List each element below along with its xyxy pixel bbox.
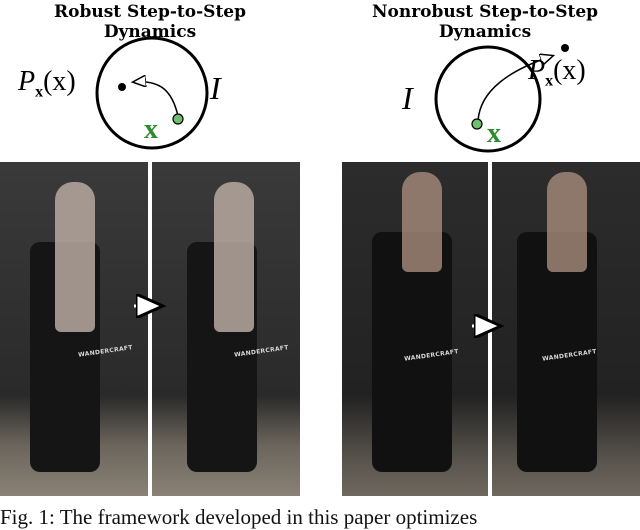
title-line: Robust Step-to-Step (53, 2, 247, 22)
person-silhouette (402, 172, 442, 272)
state-label: x (487, 118, 501, 149)
title-line: Nonrobust Step-to-Step (371, 2, 599, 22)
photo-nonrobust-after: WANDERCRAFT (492, 162, 640, 496)
state-point (471, 118, 483, 130)
invariant-set-circle (434, 45, 542, 153)
step-map-arrow (477, 56, 552, 122)
fixed-point-dot (118, 83, 126, 91)
right-panel-title: Nonrobust Step-to-Step Dynamics (350, 2, 620, 42)
map-symbol: P (528, 55, 546, 86)
invariant-set-circle (95, 36, 209, 150)
title-line: Dynamics (438, 22, 532, 42)
step-map-label: Px(x) (18, 66, 76, 102)
title-line: Dynamics (103, 22, 197, 42)
person-silhouette (55, 182, 95, 332)
exoskeleton-silhouette (372, 232, 452, 472)
photo-robust-after: WANDERCRAFT (152, 162, 300, 496)
figure-caption: Fig. 1: The framework developed in this … (0, 505, 478, 529)
set-label: I (210, 70, 221, 106)
step-map-arrow (134, 82, 179, 117)
state-label: x (144, 114, 158, 145)
person-silhouette (547, 172, 587, 272)
photo-robust-before: WANDERCRAFT (0, 162, 148, 496)
map-subscript: x (35, 83, 44, 101)
photo-nonrobust-before: WANDERCRAFT (342, 162, 488, 496)
set-label: I (402, 80, 413, 116)
map-symbol: P (18, 66, 36, 97)
state-point (172, 113, 184, 125)
step-map-label: Px(x) (528, 55, 586, 91)
person-silhouette (214, 182, 254, 332)
exoskeleton-silhouette (517, 232, 597, 472)
map-argument: (x) (553, 55, 586, 86)
map-argument: (x) (43, 66, 76, 97)
map-subscript: x (545, 72, 554, 90)
left-panel-title: Robust Step-to-Step Dynamics (30, 2, 270, 42)
fixed-point-dot (561, 44, 569, 52)
